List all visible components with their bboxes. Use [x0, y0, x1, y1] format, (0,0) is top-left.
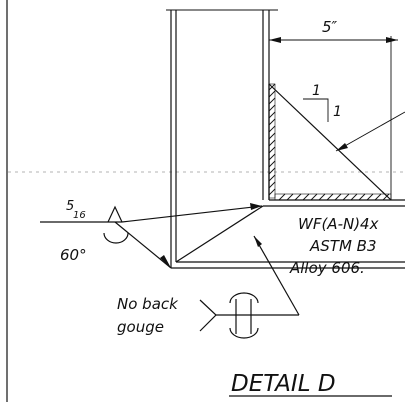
detail-title: DETAIL D — [231, 371, 336, 397]
material-note: WF(A-N)4x ASTM B3 Alloy 606. — [289, 215, 379, 277]
slope-indicator: 1 1 — [303, 83, 342, 122]
gusset-plate — [268, 83, 392, 201]
material-line-2: ASTM B3 — [309, 237, 377, 255]
note-gouge: gouge — [117, 318, 164, 336]
note-no-back: No back — [117, 295, 179, 313]
detail-title-block: DETAIL D — [229, 371, 392, 397]
slope-rise-label: 1 — [312, 83, 321, 99]
gusset-leader — [335, 111, 405, 152]
top-dimension: 5″ — [269, 18, 398, 200]
slope-run-label: 1 — [333, 104, 342, 120]
material-line-1: WF(A-N)4x — [298, 215, 379, 233]
weld-size-numerator: 5 — [66, 199, 74, 214]
bottom-weld-leader — [253, 235, 300, 316]
material-line-3: Alloy 606. — [289, 259, 365, 277]
weld-symbol-left: 5 16 60° — [40, 199, 263, 269]
dimension-5in-label: 5″ — [322, 18, 338, 36]
weld-size-denominator: 16 — [73, 210, 86, 221]
no-back-gouge-symbol: No back gouge — [117, 292, 299, 339]
groove-angle-label: 60° — [60, 246, 87, 264]
horizontal-flange-member — [171, 199, 405, 269]
vertical-web-member — [166, 9, 278, 268]
